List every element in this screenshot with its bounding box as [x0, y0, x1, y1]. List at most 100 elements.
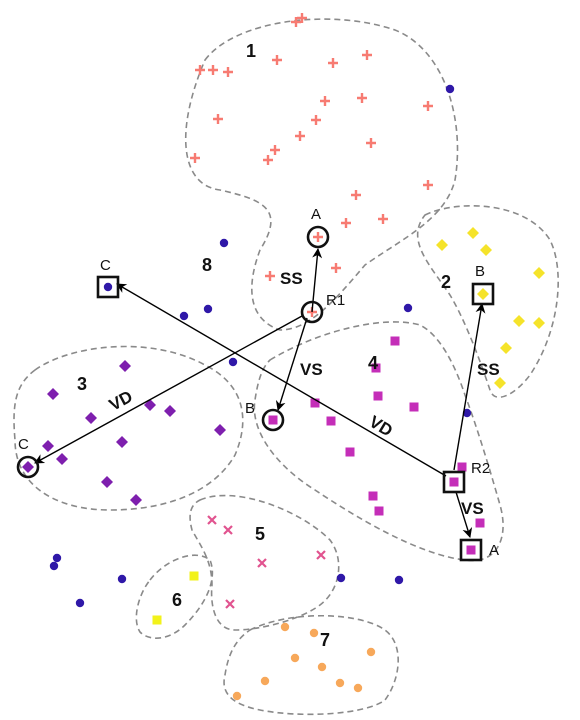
cluster-label-5: 5 — [255, 524, 265, 544]
arrow-r1-to-b — [275, 317, 308, 411]
cluster2-point — [436, 239, 448, 251]
label-ss-r1-a: SS — [280, 269, 303, 288]
label-b2: B — [475, 263, 485, 280]
cluster1-point — [190, 153, 200, 163]
label-a2: A — [489, 542, 499, 559]
cluster4-point — [374, 506, 384, 516]
cluster7-point — [366, 647, 376, 657]
cluster3-point — [130, 494, 142, 506]
cluster3-point — [101, 476, 113, 488]
cluster2-point — [480, 244, 492, 256]
cluster7-point — [353, 683, 363, 693]
cluster3-point — [144, 399, 156, 411]
highlight-frames — [16, 225, 495, 562]
cluster1-point — [263, 155, 273, 165]
cluster7-point — [335, 678, 345, 688]
cluster3-point — [56, 453, 68, 465]
point-b1-ring — [261, 408, 285, 432]
point-b2-frame — [471, 282, 495, 306]
cluster8-point — [336, 573, 346, 583]
point-a2-frame — [459, 538, 483, 562]
point-r1-ring — [300, 300, 324, 324]
cluster3-point — [42, 440, 54, 452]
label-vs-r1-b: VS — [300, 360, 323, 379]
region-6-outline — [135, 554, 214, 639]
cluster2-point — [477, 288, 489, 300]
cluster8-point — [179, 311, 189, 321]
cluster3-point — [22, 461, 34, 473]
cluster4-point — [326, 416, 336, 426]
cluster3-point — [119, 360, 131, 372]
cluster1-point — [331, 263, 341, 273]
point-r2-frame — [442, 470, 466, 494]
cluster3-point — [85, 412, 97, 424]
cluster5-point — [223, 525, 233, 535]
cluster4-point — [475, 518, 485, 528]
cluster4-point — [449, 477, 459, 487]
cluster2-point — [467, 227, 479, 239]
label-r1: R1 — [326, 292, 345, 309]
cluster1-point — [208, 65, 218, 75]
cluster2-point — [500, 342, 512, 354]
arrow-r2-to-a — [455, 491, 473, 538]
label-b1: B — [245, 400, 255, 417]
cluster4-point — [466, 545, 476, 555]
cluster1-point — [320, 96, 330, 106]
cluster-label-3: 3 — [77, 374, 87, 394]
cluster8-point — [49, 561, 59, 571]
cluster-label-7: 7 — [320, 630, 330, 650]
cluster-boundaries — [13, 18, 559, 716]
region-2-outline — [416, 204, 559, 398]
cluster4-point — [373, 391, 383, 401]
cluster-label-4: 4 — [368, 353, 378, 373]
cluster4-point — [409, 402, 419, 412]
cluster3-point — [214, 424, 226, 436]
arrow-r2-to-b — [453, 303, 486, 471]
cluster1-point — [362, 50, 372, 60]
cluster1-point — [272, 55, 282, 65]
cluster1-point — [195, 65, 205, 75]
region-7-outline — [223, 614, 399, 716]
cluster1-point — [423, 180, 433, 190]
cluster4-point — [310, 398, 320, 408]
region-4-outline — [253, 321, 504, 562]
cluster4-point — [390, 336, 400, 346]
cluster7-point — [280, 622, 290, 632]
cluster7-point — [317, 662, 327, 672]
cluster4-point — [368, 491, 378, 501]
cluster1-point — [311, 115, 321, 125]
cluster1-point — [378, 214, 388, 224]
cluster4-point — [371, 363, 381, 373]
cluster8-point — [103, 282, 113, 292]
cluster-label-6: 6 — [172, 590, 182, 610]
cluster1-point — [297, 13, 307, 23]
cluster1-point — [313, 232, 323, 242]
cluster3-point — [47, 388, 59, 400]
cluster5-point — [225, 599, 235, 609]
cluster1-point — [366, 138, 376, 148]
cluster1-point — [265, 271, 275, 281]
cluster2-point — [533, 317, 545, 329]
cluster2-point — [494, 377, 506, 389]
cluster8-point — [52, 553, 62, 563]
cluster1-point — [223, 67, 233, 77]
cluster1-point — [295, 131, 305, 141]
cluster1-point — [270, 145, 280, 155]
cluster5-point — [207, 515, 217, 525]
point-c2-frame — [96, 275, 120, 299]
cluster6-point — [152, 615, 162, 625]
region-1-outline — [184, 18, 459, 331]
cluster5-point — [316, 550, 326, 560]
cluster2-point — [513, 315, 525, 327]
cluster3-point — [116, 436, 128, 448]
cluster3-point — [164, 405, 176, 417]
label-a1: A — [311, 206, 321, 223]
cluster8-point — [203, 304, 213, 314]
cluster1-point — [213, 114, 223, 124]
label-ss-r2-b: SS — [477, 360, 500, 379]
point-a1-ring — [306, 225, 330, 249]
cluster-labels: 1 2 3 4 5 6 7 8 — [77, 41, 451, 650]
cluster8-point — [445, 84, 455, 94]
